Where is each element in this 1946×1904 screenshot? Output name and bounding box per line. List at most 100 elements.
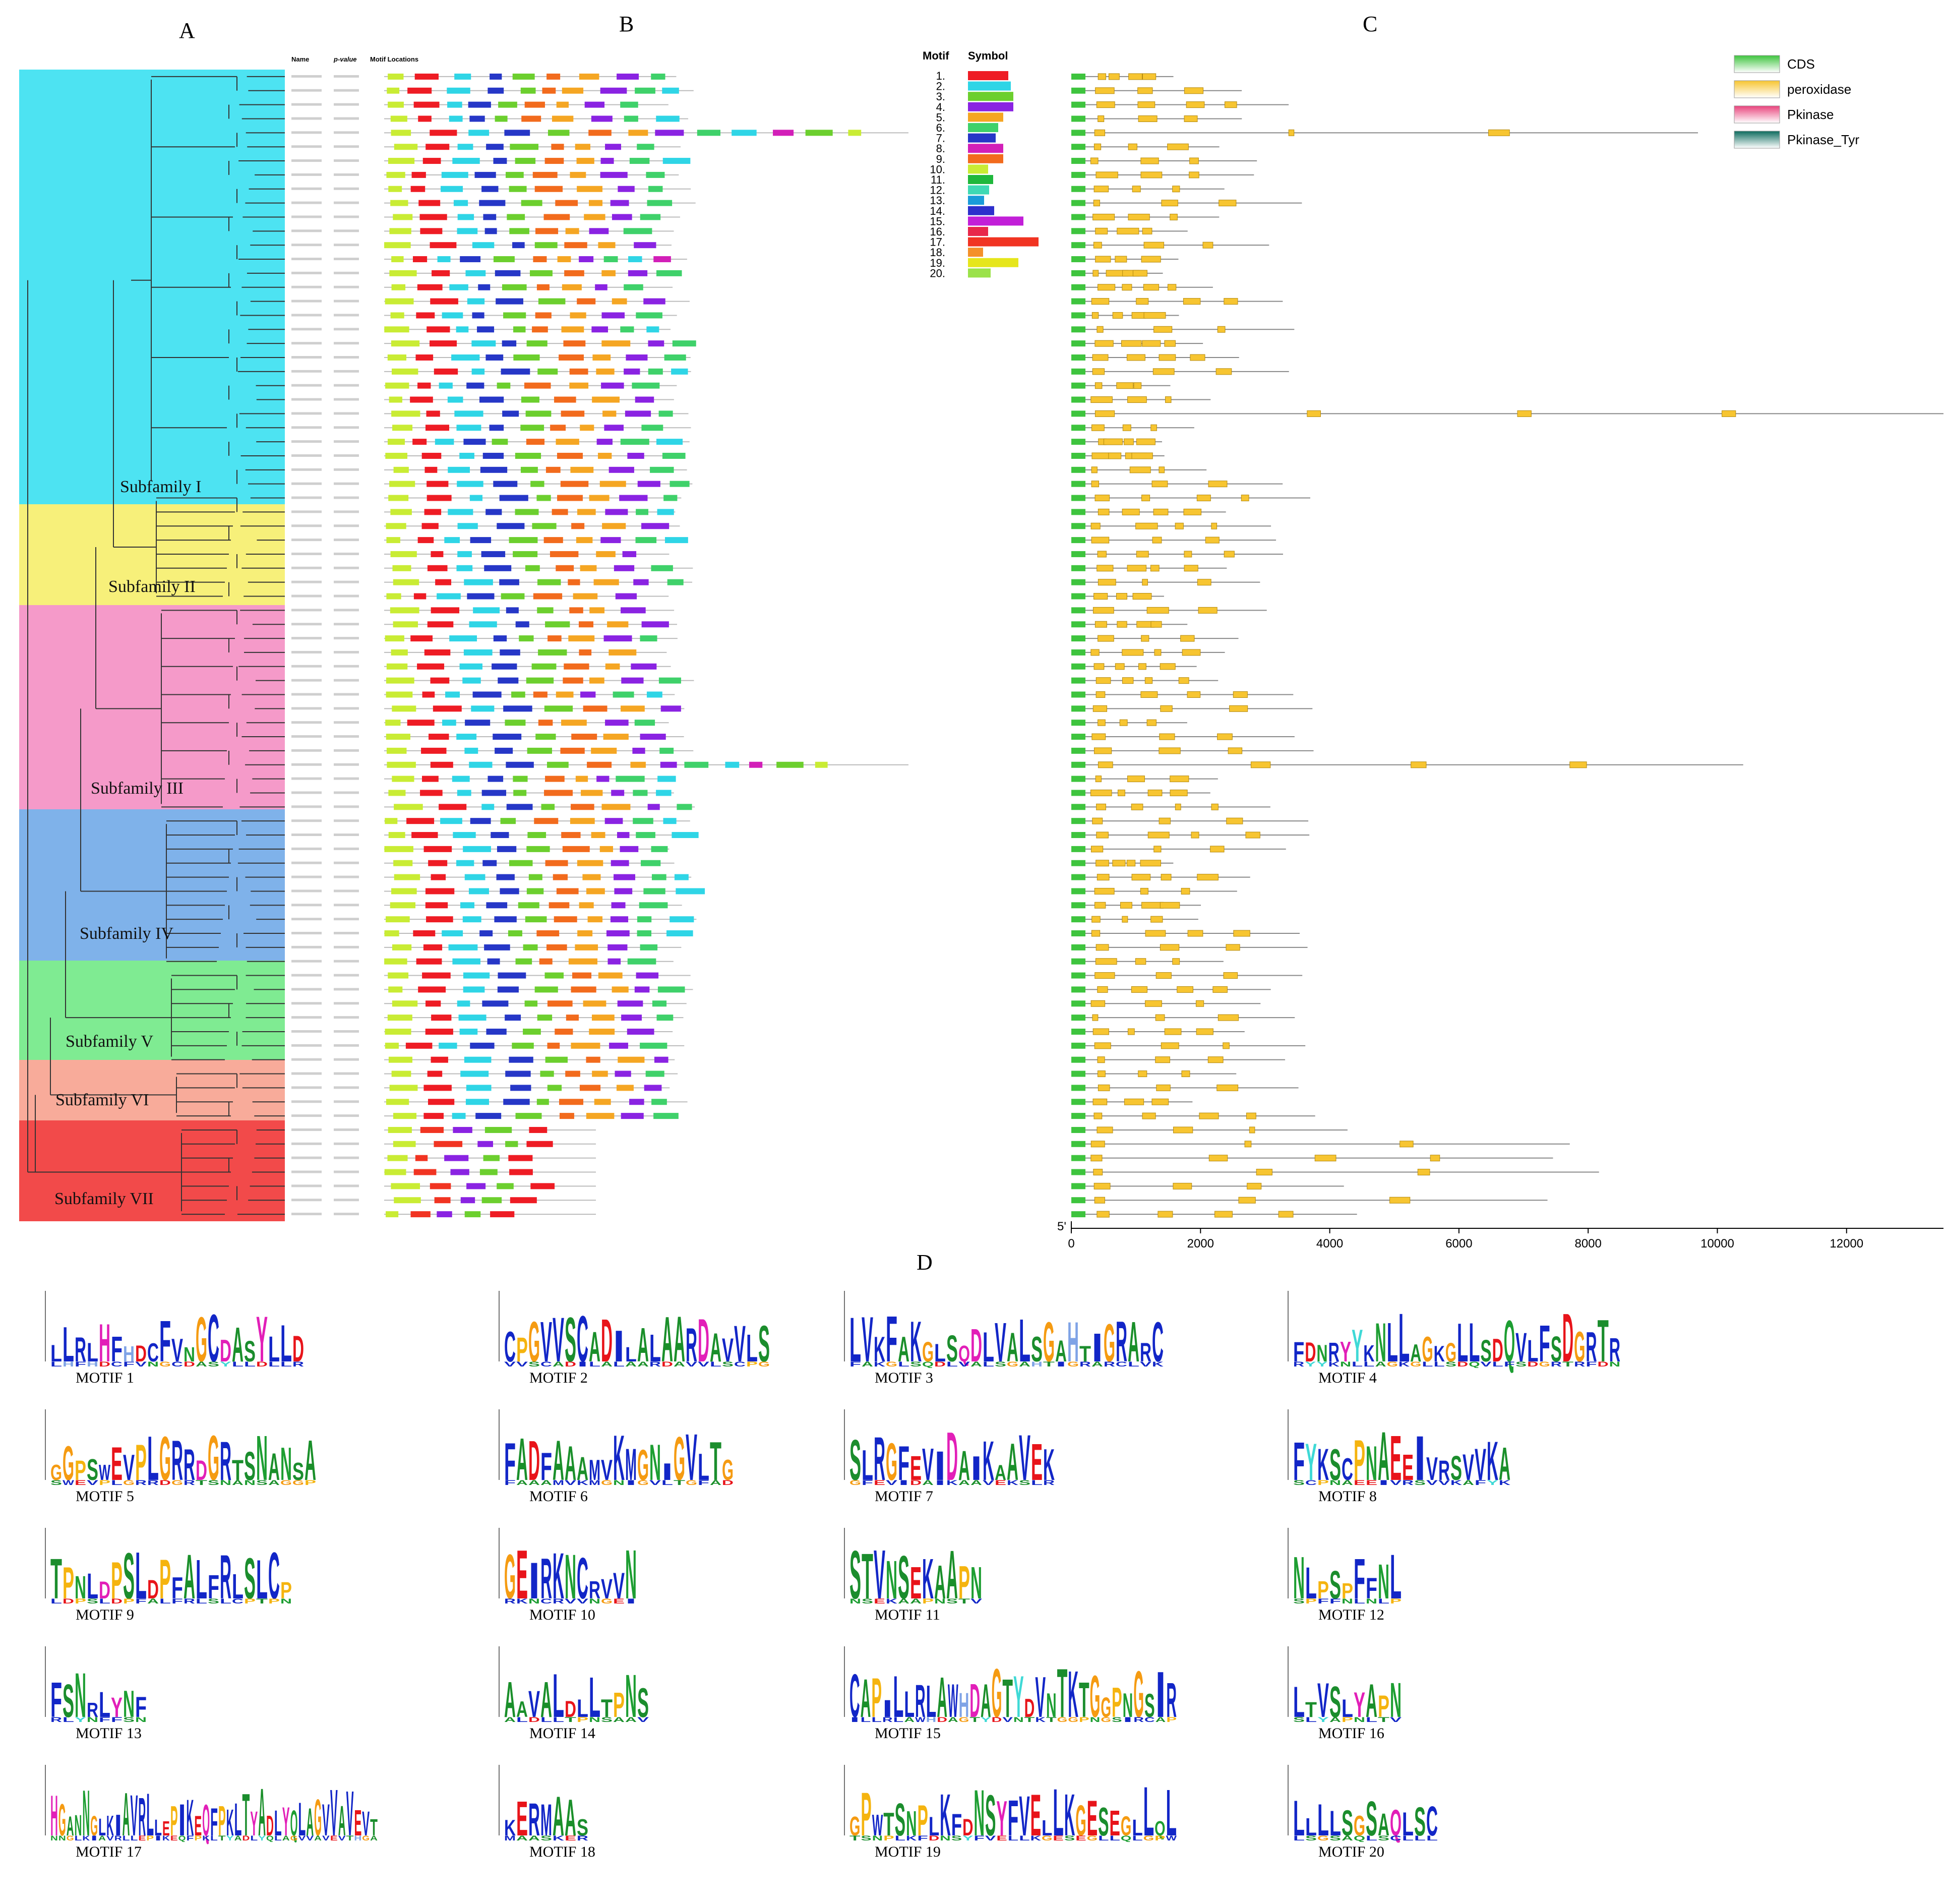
logo-letter: S	[577, 1814, 588, 1840]
motif-block	[492, 663, 517, 670]
logo-letter: L	[1293, 1834, 1305, 1842]
motif-block	[484, 565, 512, 571]
gene-name-placeholder	[291, 932, 322, 934]
peroxidase-exon	[1182, 649, 1201, 656]
logo-letter: L	[256, 1549, 268, 1611]
motif-block	[447, 101, 462, 108]
motif-block	[640, 214, 661, 220]
logo-letter: E	[516, 1536, 528, 1614]
motif-block	[411, 171, 426, 178]
motif-caption: MOTIF 17	[76, 1843, 142, 1860]
logo-letter: D	[1024, 1693, 1035, 1722]
peroxidase-exon	[1159, 747, 1181, 754]
motif-block	[524, 382, 551, 389]
logo-letter: L	[274, 1834, 282, 1842]
motif-block	[388, 986, 403, 993]
peroxidase-exon	[1128, 73, 1143, 80]
subfamily-label: Subfamily VII	[54, 1189, 154, 1208]
logo-letter: V	[565, 1597, 577, 1605]
logo-letter: T	[1024, 1715, 1036, 1723]
gene-name-placeholder	[291, 159, 322, 162]
logo-letter: P	[280, 1577, 292, 1603]
logo-letter: Y	[1305, 1360, 1317, 1368]
motif-block	[417, 663, 445, 670]
subfamily-band	[19, 1060, 285, 1120]
motif-block	[526, 846, 550, 852]
logo-letter: A	[147, 1597, 159, 1605]
motif-caption: MOTIF 1	[76, 1370, 134, 1386]
logo-letter: L	[1042, 1816, 1052, 1840]
logo-letter: I	[970, 1450, 982, 1488]
pvalue-placeholder	[334, 861, 359, 864]
logo-letter: S	[637, 1679, 649, 1726]
logo-letter: K	[577, 1478, 588, 1486]
peroxidase-exon	[1722, 410, 1736, 417]
logo-letter: D	[698, 1306, 709, 1375]
logo-letter: F	[135, 1691, 147, 1723]
gene-name-placeholder	[291, 1213, 322, 1216]
motif-block	[392, 425, 413, 431]
logo-letter: L	[553, 1661, 564, 1730]
motif-block	[459, 663, 482, 670]
motif-block	[388, 158, 415, 164]
logo-letter: V	[886, 1478, 898, 1486]
logo-letter: A	[528, 1834, 540, 1842]
peroxidase-exon	[1228, 747, 1243, 754]
logo-letter: S	[63, 1675, 74, 1727]
motif-block	[544, 790, 573, 796]
motif-block	[633, 790, 648, 796]
logo-letter: D	[1492, 1332, 1503, 1368]
peroxidase-exon	[1136, 298, 1149, 305]
motif-block	[552, 115, 574, 122]
logo-letter: K	[1398, 1360, 1410, 1368]
axis-tick-label: 12000	[1830, 1237, 1863, 1251]
peroxidase-exon	[1092, 705, 1108, 712]
peroxidase-exon	[1184, 87, 1204, 94]
motif-block	[384, 958, 407, 965]
motif-block	[386, 523, 406, 529]
motif-block	[606, 930, 630, 936]
motif-caption: MOTIF 10	[529, 1606, 595, 1623]
logo-letter: L	[298, 1793, 306, 1846]
logo-letter: Y	[282, 1799, 290, 1844]
pvalue-placeholder	[334, 1199, 359, 1202]
motif-block	[640, 635, 657, 642]
cds-exon	[1071, 776, 1085, 782]
logo-letter: E	[138, 1834, 146, 1842]
gene-name-placeholder	[291, 229, 322, 232]
logo-letter: R	[874, 1424, 885, 1494]
motif-block	[648, 368, 663, 375]
logo-letter: G	[362, 1834, 370, 1842]
motif-block	[485, 509, 502, 515]
logo-letter: E	[910, 1558, 922, 1609]
logo-letter: N	[872, 1834, 883, 1842]
peroxidase-exon	[1160, 944, 1180, 951]
motif-legend-symbol	[968, 175, 993, 184]
logo-letter: S	[87, 1453, 98, 1486]
motif-block	[545, 860, 568, 866]
pvalue-placeholder	[334, 580, 359, 583]
peroxidase-exon	[1098, 1084, 1110, 1091]
logo-letter: R	[147, 1478, 159, 1486]
motif-block	[564, 663, 589, 670]
motif-caption: MOTIF 15	[875, 1725, 941, 1742]
motif-block	[528, 874, 542, 880]
axis-tick-label: 0	[1068, 1237, 1074, 1251]
gene-name-placeholder	[291, 356, 322, 359]
motif-block	[540, 1070, 554, 1077]
motif-legend-symbol	[968, 92, 1013, 101]
motif-block	[549, 902, 570, 909]
peroxidase-exon	[1122, 284, 1132, 291]
motif-block	[469, 621, 497, 628]
motif-block	[617, 1000, 643, 1007]
logo-letter: N	[58, 1834, 66, 1842]
logo-letter: I	[1156, 1658, 1166, 1731]
peroxidase-exon	[1094, 382, 1103, 389]
peroxidase-exon	[1154, 649, 1162, 656]
motif-block	[388, 1056, 412, 1063]
peroxidase-exon	[1142, 1112, 1156, 1119]
logo-letter: C	[577, 1545, 588, 1611]
motif-block	[531, 663, 557, 670]
cds-exon	[1071, 734, 1085, 740]
peroxidase-exon	[1092, 607, 1114, 614]
